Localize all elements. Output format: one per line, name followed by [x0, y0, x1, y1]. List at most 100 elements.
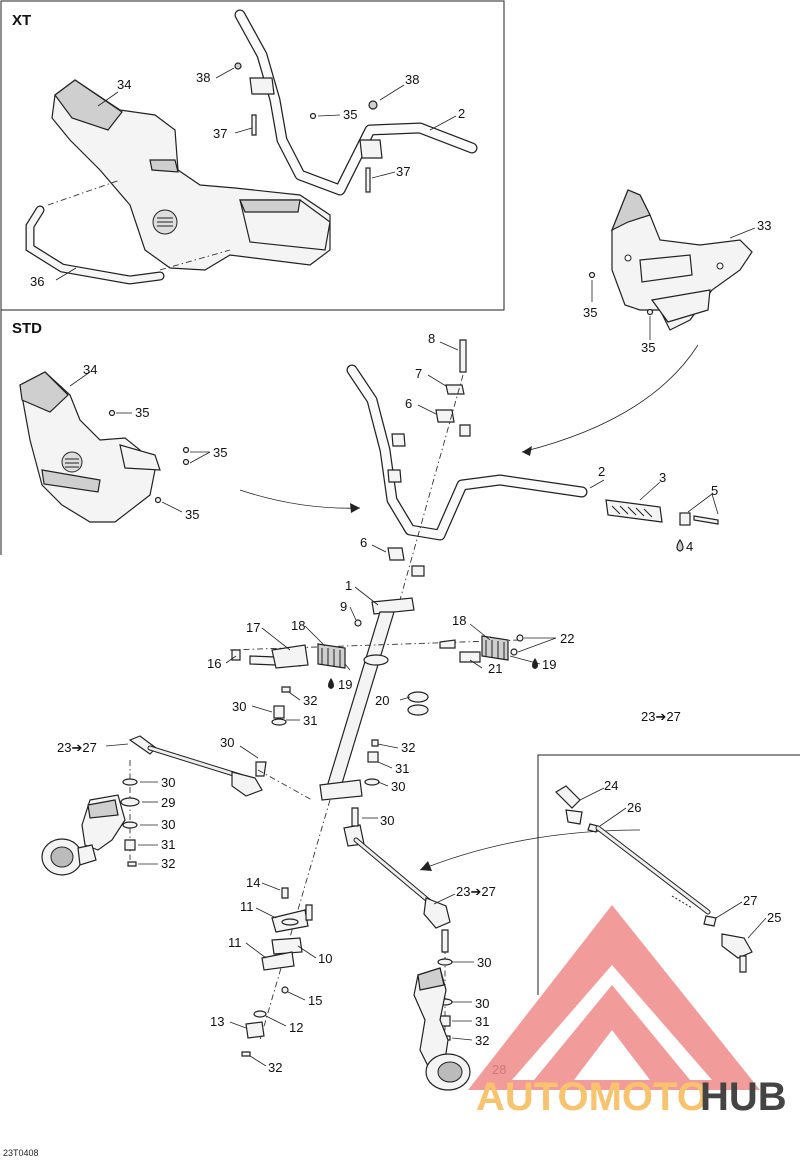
- callout-35-std-b: 35: [213, 445, 227, 460]
- right-steering-knuckle: [413, 967, 471, 1091]
- callout-37-xt-b: 37: [396, 164, 410, 179]
- callout-27: 27: [743, 893, 757, 908]
- callout-31-c: 31: [161, 837, 175, 852]
- callout-30-e: 30: [161, 817, 175, 832]
- callout-6-b: 6: [360, 535, 367, 550]
- callout-14: 14: [246, 875, 260, 890]
- callout-35-xt: 35: [343, 107, 357, 122]
- watermark-brand-a: AUTOMOTO: [476, 1075, 708, 1119]
- callout-35-bracket-a: 35: [583, 305, 597, 320]
- callout-6-a: 6: [405, 396, 412, 411]
- callout-18-right: 18: [452, 613, 466, 628]
- callout-11-a: 11: [240, 899, 254, 914]
- nut-13-icon: [245, 1021, 265, 1039]
- nut-31-left-icon: [124, 839, 136, 851]
- screw-35-bracket-b-icon: [646, 308, 654, 316]
- callout-34-std: 34: [83, 362, 97, 377]
- bracket-17-icon: [271, 644, 309, 669]
- callout-30-h: 30: [475, 996, 489, 1011]
- callout-13: 13: [210, 1014, 224, 1029]
- xt-title: XT: [12, 12, 31, 29]
- tie-rod-end-25-icon: [721, 933, 753, 959]
- callout-32-c: 32: [161, 856, 175, 871]
- tie-rod-detail: 23➔27 24 26 27 25: [537, 709, 800, 995]
- callout-1: 1: [345, 578, 352, 593]
- callout-37-xt-a: 37: [213, 126, 227, 141]
- std-section: STD 34 35 35 35: [0, 310, 719, 1091]
- screw-35-std-d-icon: [154, 496, 162, 504]
- callout-31-b: 31: [395, 761, 409, 776]
- bushing-18-right-icon: [481, 635, 509, 661]
- callout-34-xt: 34: [117, 77, 131, 92]
- drawing-code: 23T0408: [3, 1148, 39, 1158]
- callout-38-xt-a: 38: [196, 70, 210, 85]
- callout-24: 24: [604, 778, 618, 793]
- callout-32-b: 32: [401, 740, 415, 755]
- bearing-10-icon: [271, 937, 303, 955]
- callout-12: 12: [289, 1020, 303, 1035]
- callout-35-std-a: 35: [135, 405, 149, 420]
- callout-16: 16: [207, 656, 221, 671]
- nut-27-icon: [703, 915, 717, 927]
- callout-32-e: 32: [475, 1033, 489, 1048]
- callout-4: 4: [686, 539, 693, 554]
- callout-30-g: 30: [477, 955, 491, 970]
- clip-20-a-icon: [407, 691, 429, 703]
- callout-31-d: 31: [475, 1014, 489, 1029]
- callout-30-b: 30: [220, 735, 234, 750]
- clamp-6-lower-icon: [387, 547, 405, 561]
- xt-section: XT: [0, 0, 505, 311]
- left-tie-rod: [128, 735, 267, 797]
- callout-15: 15: [308, 993, 322, 1008]
- xt-handlebar-cover: [51, 79, 331, 271]
- callout-20: 20: [375, 693, 389, 708]
- steering-column: [319, 597, 415, 801]
- nut-26-icon: [587, 823, 599, 833]
- callout-2-std: 2: [598, 464, 605, 479]
- callout-38-xt-b: 38: [405, 72, 419, 87]
- callout-31-a: 31: [303, 713, 317, 728]
- right-tie-rod: [343, 807, 451, 929]
- std-handlebar: [346, 364, 588, 541]
- bolt-37-icon: [251, 114, 257, 136]
- screw-35-bracket-a-icon: [588, 271, 596, 279]
- callout-22: 22: [560, 631, 574, 646]
- automotohub-watermark: AUTOMOTO HUB: [468, 905, 787, 1119]
- callout-10: 10: [318, 951, 332, 966]
- cover-bracket-33: 33 35 35: [521, 189, 771, 456]
- callout-23-27-detail: 23➔27: [641, 709, 681, 724]
- callout-9: 9: [340, 599, 347, 614]
- bushing-18-left-icon: [317, 643, 346, 669]
- washer-7-icon: [445, 384, 465, 395]
- callout-8: 8: [428, 331, 435, 346]
- screw-35-std-a-icon: [108, 409, 116, 417]
- flange-11-lower-icon: [261, 951, 295, 971]
- callout-11-b: 11: [228, 935, 242, 950]
- callout-3: 3: [659, 470, 666, 485]
- watermark-brand-b: HUB: [700, 1075, 787, 1119]
- callout-19-left: 19: [338, 677, 352, 692]
- callout-35-bracket-b: 35: [641, 340, 655, 355]
- nut-22-a-icon: [516, 634, 524, 642]
- left-steering-knuckle: [41, 794, 126, 876]
- spacer-29-icon: [120, 797, 140, 807]
- nut-22-b-icon: [510, 648, 518, 656]
- xt-handlebar: [234, 9, 478, 196]
- callout-23-27-mid: 23➔27: [456, 884, 496, 899]
- washer-30-left-a-icon: [122, 778, 138, 786]
- bolt-16-icon: [231, 649, 241, 661]
- nut-38b-icon: [368, 100, 378, 110]
- screw-35-std-c-icon: [182, 458, 190, 466]
- callout-35-std-c: 35: [185, 507, 199, 522]
- nut-15-icon: [281, 986, 289, 994]
- callout-25: 25: [767, 910, 781, 925]
- xt-frame: [0, 0, 505, 311]
- tie-rod-end-24-icon: [555, 785, 581, 809]
- callout-33: 33: [757, 218, 771, 233]
- callout-7: 7: [415, 366, 422, 381]
- std-title: STD: [12, 320, 42, 337]
- callout-29: 29: [161, 795, 175, 810]
- std-handlebar-cover: [19, 371, 161, 523]
- callout-21: 21: [488, 661, 502, 676]
